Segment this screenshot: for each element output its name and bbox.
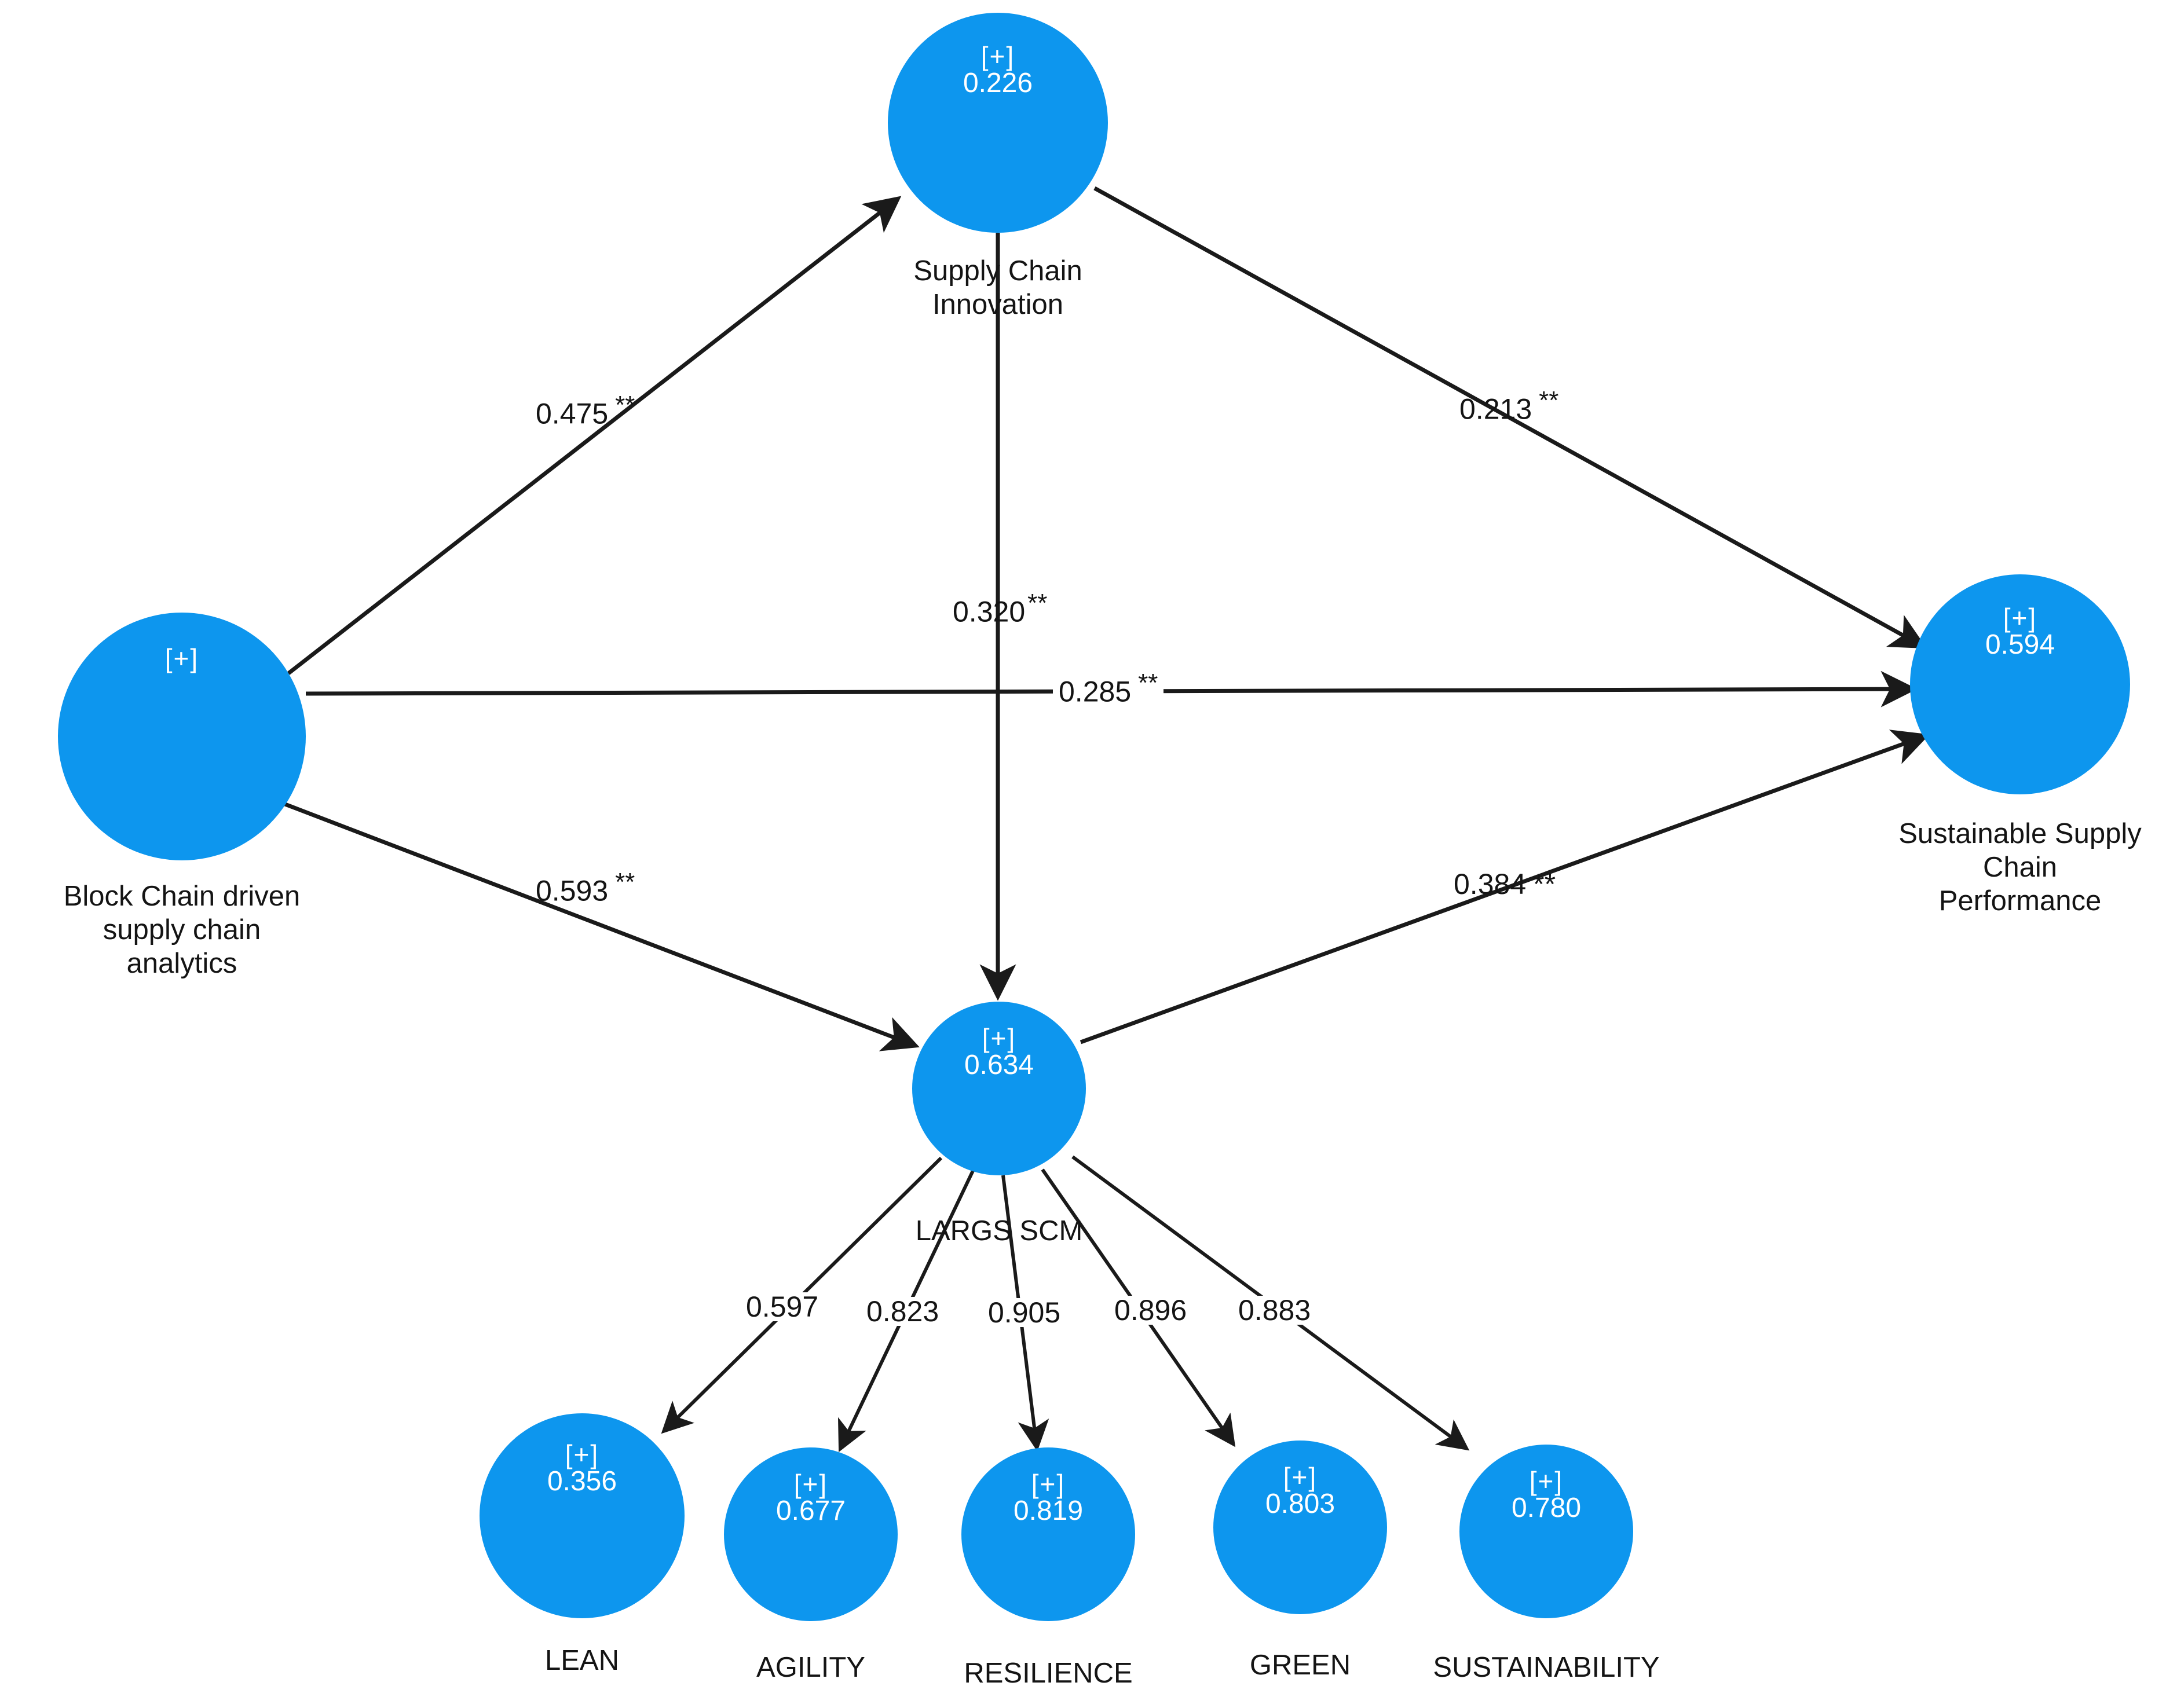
node-agility[interactable]: [+] 0.677 [724, 1447, 898, 1621]
node-value: 0.226 [963, 68, 1033, 98]
node-value: 0.677 [775, 1496, 846, 1526]
node-badge: [+] [982, 1023, 1016, 1053]
node-value: 0.356 [547, 1466, 617, 1497]
path-label-innovation-to-largs: 0.320** [953, 591, 1047, 626]
node-value: 0.594 [1985, 629, 2055, 660]
loading-label-green: 0.896 [1111, 1294, 1191, 1326]
node-badge: [+] [1283, 1462, 1318, 1492]
path-coefficient: 0.475 [536, 397, 609, 430]
node-caption-performance: Sustainable Supply Chain Performance [1898, 818, 2142, 917]
node-badge: [+] [1529, 1466, 1564, 1496]
node-badge: [+] [980, 41, 1015, 71]
node-largs-scm[interactable]: [+] 0.634 [912, 1002, 1086, 1175]
significance-stars: ** [1027, 589, 1048, 617]
significance-stars: ** [615, 868, 635, 896]
loading-value: 0.905 [988, 1296, 1061, 1329]
path-coefficient: 0.384 [1454, 868, 1527, 900]
edge-blockchain-to-largs [281, 801, 920, 1051]
path-coefficient: 0.213 [1459, 393, 1532, 426]
node-performance[interactable]: [+] 0.594 [1910, 574, 2130, 794]
node-caption-lean: LEAN [544, 1645, 619, 1676]
node-resilience[interactable]: [+] 0.819 [961, 1447, 1135, 1621]
edge-blockchain-to-innovation [287, 196, 902, 675]
node-badge: [+] [793, 1469, 828, 1499]
path-label-blockchain-to-largs: 0.593** [536, 870, 635, 906]
path-coefficient: 0.285 [1059, 675, 1132, 708]
edge-innovation-to-performance [1093, 186, 1927, 649]
node-innovation[interactable]: [+] 0.226 [888, 13, 1108, 233]
node-caption-innovation: Supply Chain Innovation [913, 255, 1082, 320]
node-value: 0.634 [964, 1050, 1034, 1080]
path-label-innovation-to-performance: 0.213** [1459, 388, 1558, 424]
loading-label-sustainability: 0.883 [1235, 1294, 1315, 1326]
node-badge: [+] [164, 643, 199, 673]
node-badge: [+] [1031, 1469, 1066, 1499]
node-blockchain[interactable]: [+] [58, 613, 306, 860]
node-caption-largs-scm: LARGS SCM [915, 1215, 1083, 1247]
node-caption-green: GREEN [1249, 1650, 1351, 1681]
node-caption-sustainability: SUSTAINABILITY [1433, 1652, 1660, 1683]
path-label-blockchain-to-performance: 0.285** [1053, 670, 1164, 706]
significance-stars: ** [1539, 386, 1559, 415]
path-coefficient: 0.593 [536, 874, 609, 907]
loading-value: 0.597 [746, 1291, 819, 1323]
edge-largs-to-performance [1080, 730, 1930, 1044]
loading-label-agility: 0.823 [863, 1295, 943, 1328]
node-lean[interactable]: [+] 0.356 [480, 1413, 685, 1618]
node-value: 0.780 [1511, 1493, 1582, 1523]
loading-value: 0.896 [1114, 1294, 1187, 1326]
loading-label-resilience: 0.905 [985, 1298, 1064, 1327]
node-badge: [+] [565, 1439, 599, 1469]
significance-stars: ** [1138, 669, 1158, 697]
node-caption-resilience: RESILIENCE [964, 1658, 1133, 1689]
node-sustainability[interactable]: [+] 0.780 [1459, 1445, 1633, 1618]
loading-value: 0.883 [1238, 1294, 1311, 1326]
node-green[interactable]: [+] 0.803 [1213, 1441, 1387, 1614]
significance-stars: ** [1533, 868, 1556, 900]
loading-value: 0.823 [866, 1295, 939, 1328]
path-label-blockchain-to-innovation: 0.475** [536, 393, 635, 428]
path-label-largs-to-performance: 0.384** [1454, 870, 1556, 899]
path-coefficient: 0.320 [953, 595, 1026, 628]
loading-label-lean: 0.597 [742, 1292, 822, 1321]
node-caption-agility: AGILITY [756, 1652, 865, 1683]
node-value: 0.819 [1013, 1496, 1084, 1526]
node-badge: [+] [2003, 603, 2037, 633]
significance-stars: ** [615, 391, 635, 419]
node-caption-blockchain: Block Chain driven supply chain analytic… [63, 881, 301, 979]
node-value: 0.803 [1265, 1489, 1336, 1519]
